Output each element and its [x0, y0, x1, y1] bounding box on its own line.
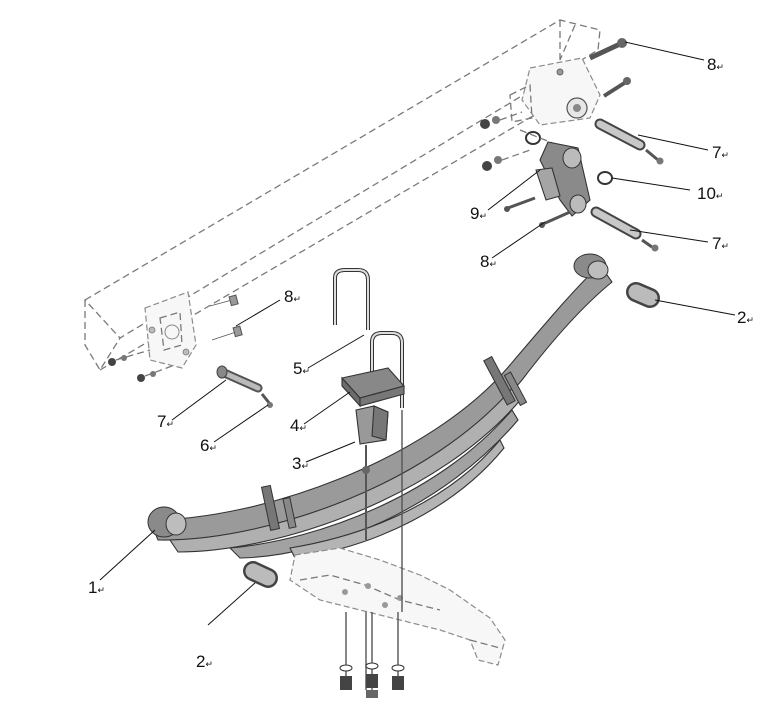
label-8-top: 8↵: [707, 55, 724, 74]
axle-seat: [289, 547, 506, 666]
center-bolt-and-legs: [345, 410, 403, 690]
leader-lines: [99, 41, 736, 626]
callout-labels: 8↵ 7↵ 10↵ 9↵ 8↵ 7↵ 2↵ 8↵ 5↵ 4↵ 3↵ 7↵ 6↵ …: [88, 55, 754, 671]
spacer-block: [355, 405, 389, 445]
u-bolt-nuts: [339, 662, 405, 698]
label-10: 10↵: [697, 184, 723, 203]
label-8-front: 8↵: [284, 287, 301, 306]
upper-shackle-pin: [594, 118, 664, 165]
rear-hanger-bracket: [509, 57, 601, 126]
label-9: 9↵: [470, 204, 487, 223]
label-2-rear: 2↵: [737, 308, 754, 327]
rear-nuts: [480, 111, 531, 171]
label-5: 5↵: [293, 359, 310, 378]
label-4: 4↵: [290, 416, 307, 435]
front-bushing: [243, 561, 278, 588]
lower-shackle-bolts: [504, 196, 571, 228]
front-spring-pin: [216, 365, 263, 393]
rear-bushing: [626, 282, 660, 308]
front-hanger-bracket: [144, 291, 197, 369]
label-8-lower: 8↵: [480, 252, 497, 271]
clamp-plate: [340, 367, 406, 408]
label-7-front: 7↵: [157, 412, 174, 431]
front-bracket-bolts: [209, 294, 243, 341]
front-bracket-nuts: [108, 349, 173, 382]
label-7-lower: 7↵: [712, 234, 729, 253]
leaf-spring: [147, 253, 613, 559]
label-7-upper: 7↵: [712, 143, 729, 162]
front-grease-nipple: [260, 393, 273, 408]
shackle-plates: [535, 141, 591, 217]
rear-top-bolts: [588, 38, 631, 98]
label-1: 1↵: [88, 578, 105, 597]
u-bolts: [333, 268, 404, 408]
label-3: 3↵: [292, 454, 309, 473]
label-2-front: 2↵: [196, 652, 213, 671]
lower-shackle-pin: [590, 206, 659, 252]
label-6: 6↵: [200, 436, 217, 455]
